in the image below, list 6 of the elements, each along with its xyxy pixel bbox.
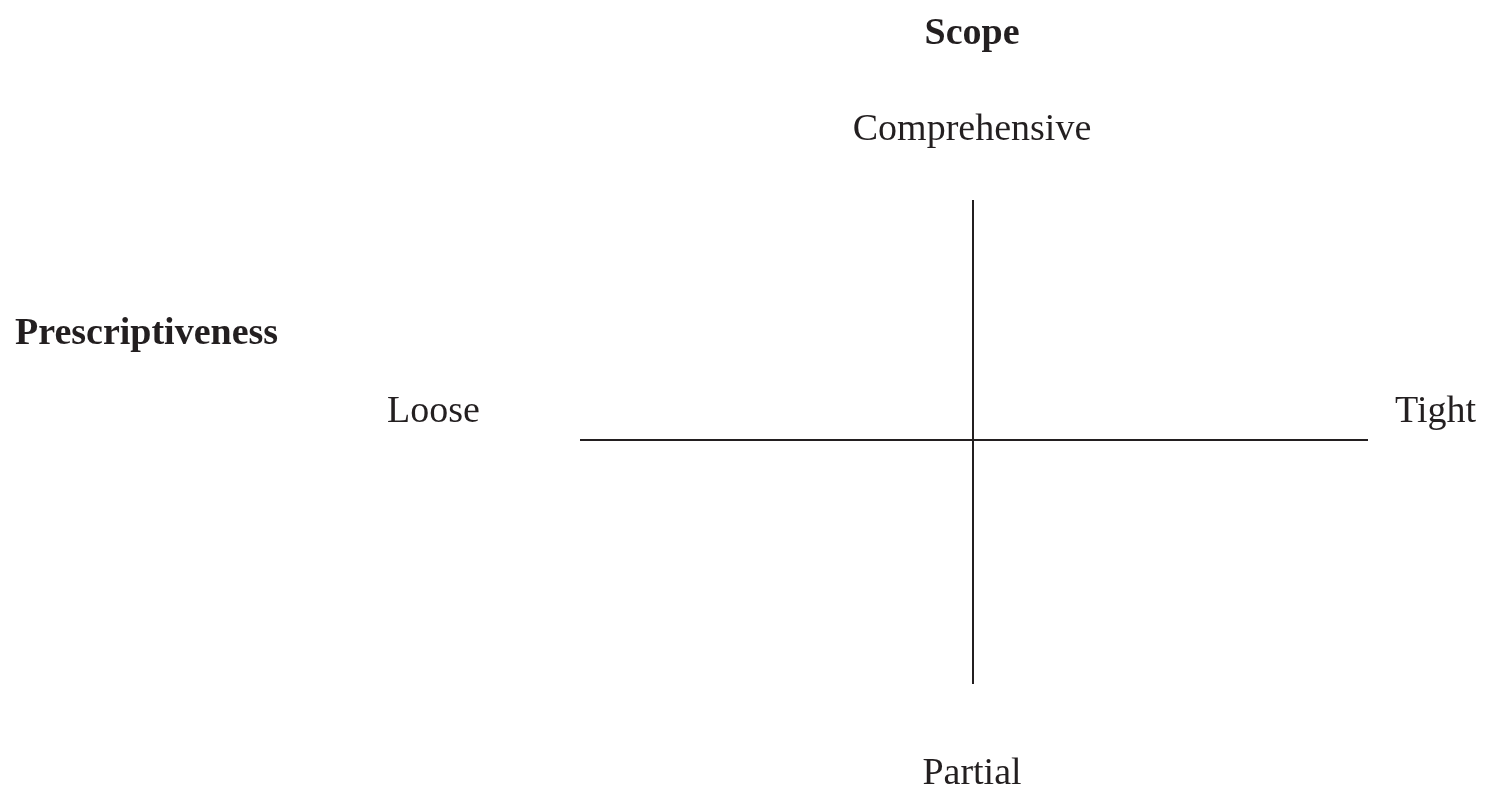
axis-title: Prescriptiveness [15,312,279,350]
axis-end-label: Loose [387,390,480,428]
axis-title: Scope [924,12,1020,50]
axis-end-label: Comprehensive [852,108,1092,146]
axis-end-label: Partial [922,752,1022,788]
axis-end-label: Tight [1395,390,1476,428]
